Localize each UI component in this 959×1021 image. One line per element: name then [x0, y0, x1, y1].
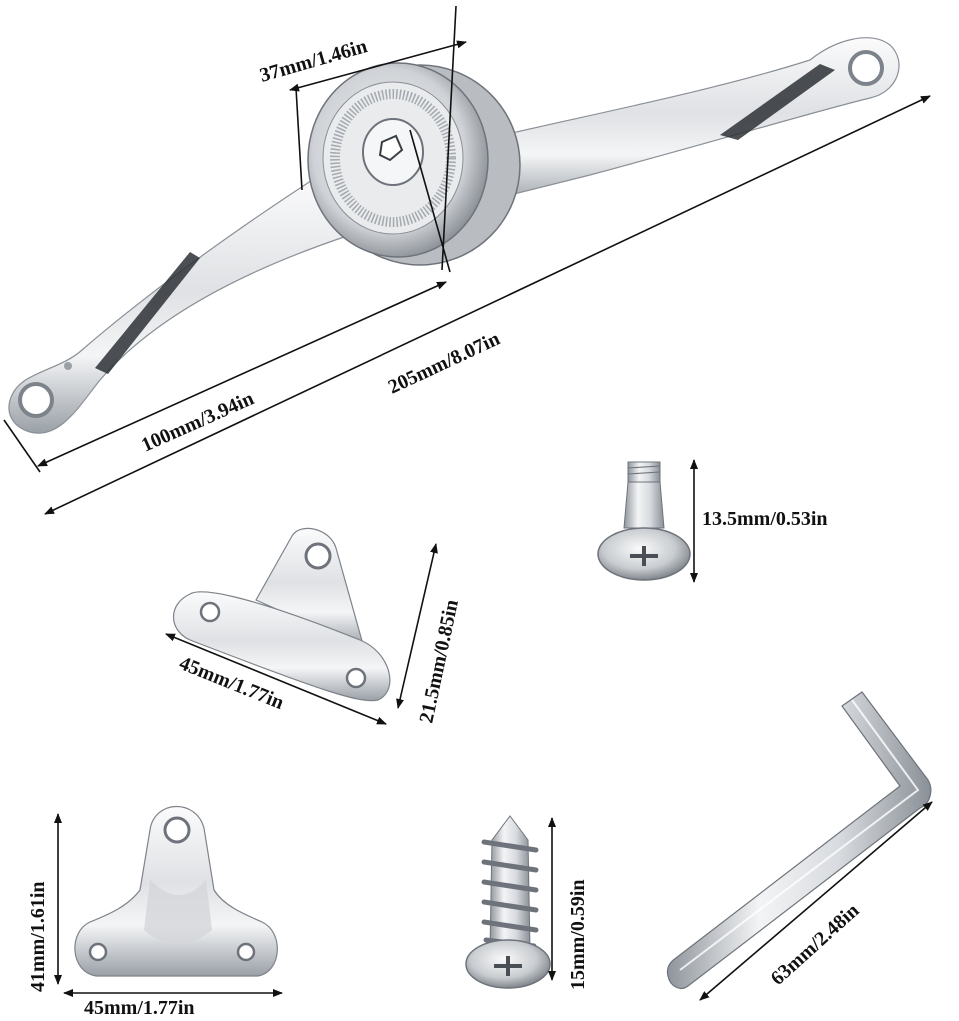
- shoulder-screw-length-label: 13.5mm/0.53in: [702, 508, 828, 530]
- total-length-line: [44, 95, 931, 515]
- mount-bracket-height-label: 41mm/1.61in: [27, 881, 49, 992]
- side-bracket-width-line: [165, 633, 387, 725]
- side-bracket-height-label: 21.5mm/0.85in: [415, 598, 463, 725]
- lid-stay-hinge-icon: [8, 37, 900, 434]
- total-length-label: 205mm/8.07in: [385, 328, 504, 399]
- hex-key-length-line: [699, 801, 933, 1001]
- wood-screw-icon: [465, 815, 551, 989]
- mount-bracket-width-label: 45mm/1.77in: [84, 997, 195, 1019]
- shoulder-screw-icon: [597, 461, 691, 581]
- side-bracket-height-line: [396, 543, 438, 709]
- wood-screw-length-label: 15mm/0.59in: [567, 879, 589, 990]
- mounting-bracket-icon: [74, 805, 278, 977]
- damper-diameter-line: [289, 40, 467, 92]
